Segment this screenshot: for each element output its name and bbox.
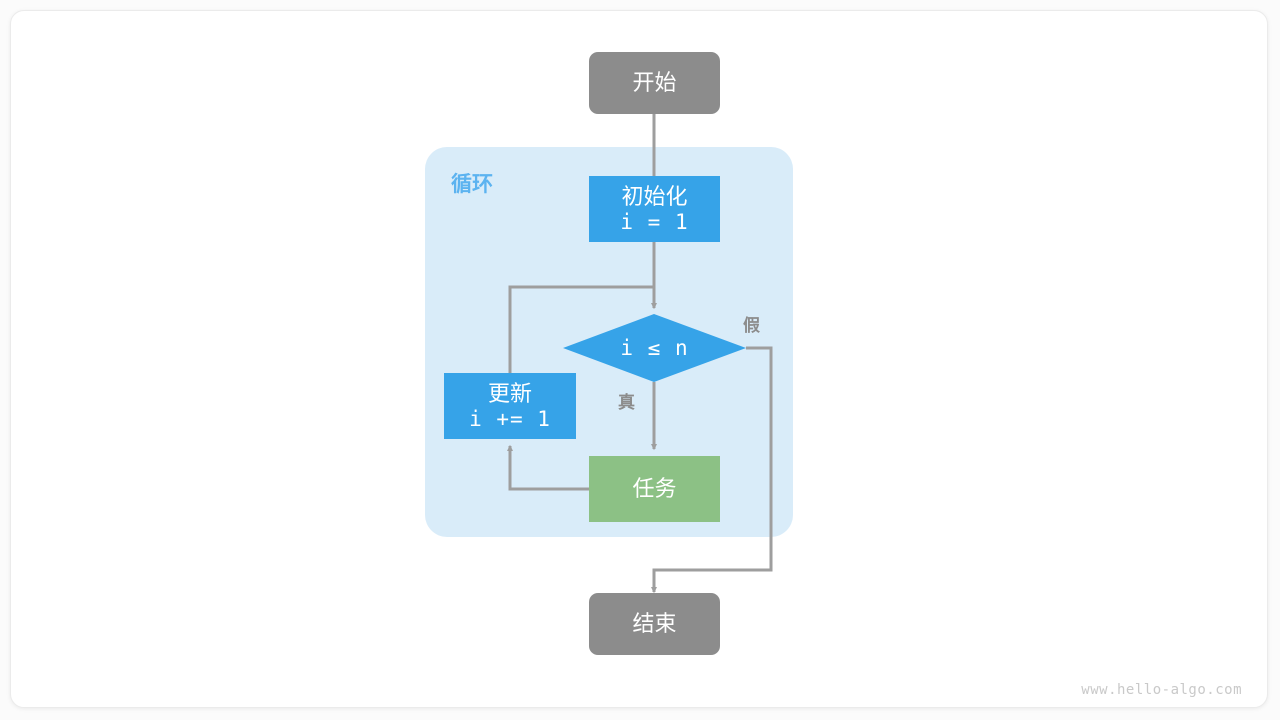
edge-label-true: 真 xyxy=(618,393,635,412)
node-start-shape[interactable] xyxy=(589,52,720,114)
edge-update-to-cond xyxy=(508,285,654,373)
edge-task-to-update xyxy=(506,444,589,491)
watermark: www.hello-algo.com xyxy=(1081,682,1242,698)
edge-cond-false-to-end xyxy=(650,346,773,594)
node-cond-shape[interactable] xyxy=(563,314,746,382)
loop-container-label: 循环 xyxy=(451,173,493,196)
node-task-shape[interactable] xyxy=(589,456,720,522)
node-init-shape[interactable] xyxy=(589,176,720,242)
node-end-shape[interactable] xyxy=(589,593,720,655)
edge-label-false: 假 xyxy=(743,316,760,335)
node-update-shape[interactable] xyxy=(444,373,576,439)
